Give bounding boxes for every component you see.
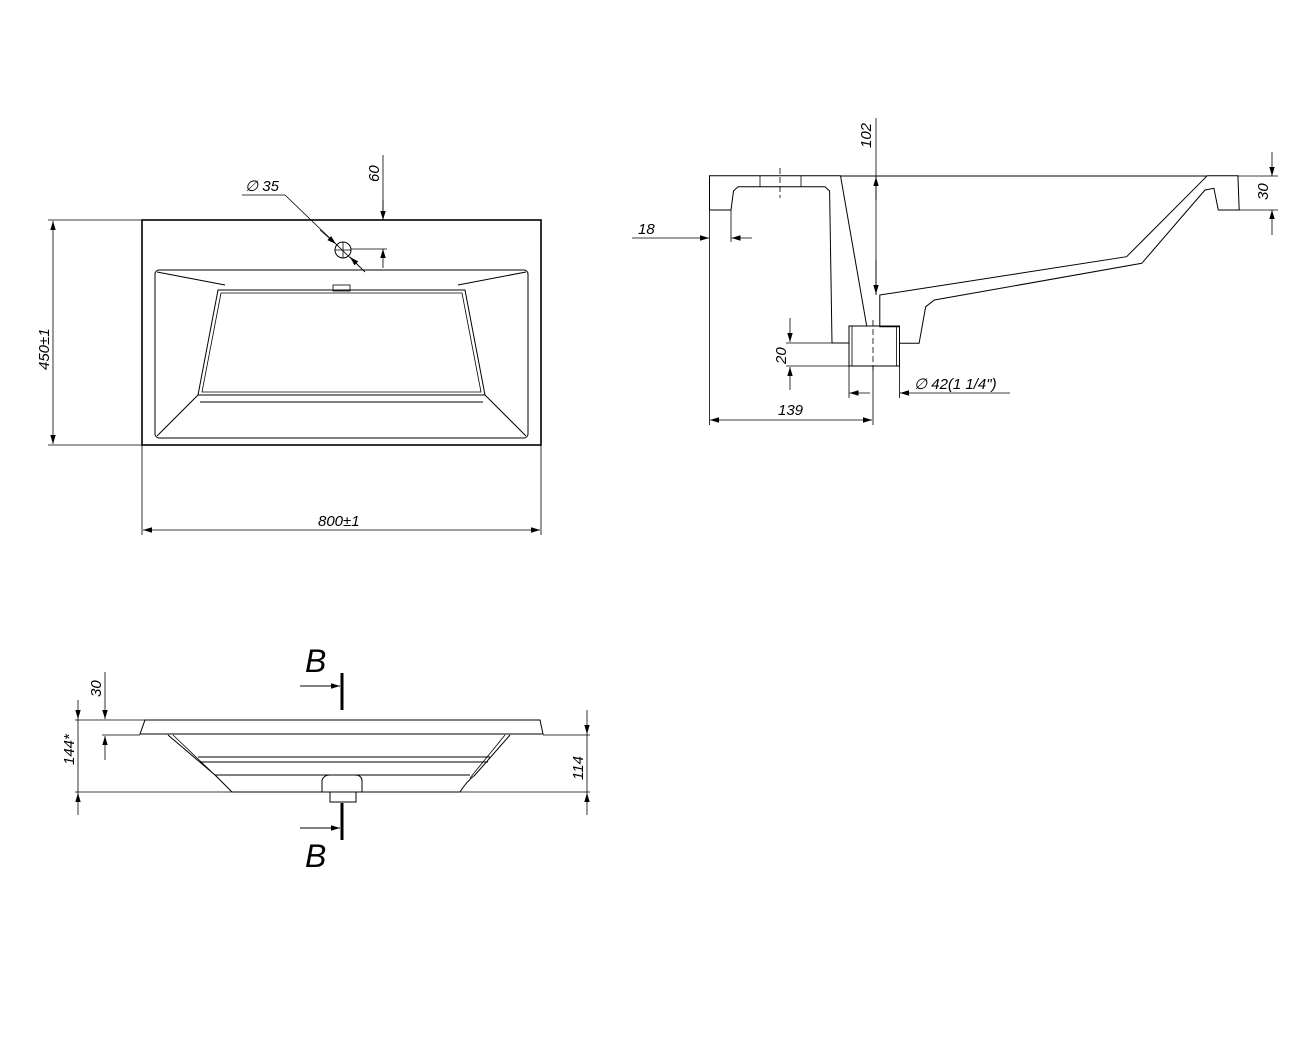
width-dimension-label: 800±1 xyxy=(318,513,360,530)
sink-outline xyxy=(141,219,542,446)
basin-floor xyxy=(197,289,486,396)
section-label-top: B xyxy=(305,643,326,679)
drain-pipe xyxy=(848,325,900,367)
basin-horizontal-edges xyxy=(198,756,490,776)
extension-line xyxy=(48,219,142,446)
drain-pipe-inner xyxy=(851,326,897,366)
front-view: B B 144* 30 114 xyxy=(61,643,590,874)
basin-corner-lines xyxy=(156,271,527,286)
total-height-label: 144* xyxy=(61,733,78,765)
drain-position-label: 139 xyxy=(778,402,804,419)
bowl-floor-section xyxy=(879,175,1240,344)
rim xyxy=(139,719,544,735)
drain-height-label: 20 xyxy=(773,347,790,365)
section-view: 102 30 18 20 139 ∅ 42(1 1/4") xyxy=(632,118,1278,425)
hole-diameter-arrow xyxy=(349,256,366,273)
drain-outlet xyxy=(321,774,363,792)
depth-dimension-label: 450±1 xyxy=(36,328,53,370)
rim-thickness-label: 30 xyxy=(1255,183,1272,200)
basin-outline xyxy=(154,269,529,439)
tap-hole-center xyxy=(335,242,351,258)
extension-line xyxy=(709,210,732,425)
hole-diameter-arrow xyxy=(319,229,337,245)
edge-offset-label: 18 xyxy=(638,221,655,238)
extension-line xyxy=(75,719,590,793)
tap-hole-edges xyxy=(759,176,802,187)
extension-line xyxy=(848,366,900,398)
tap-hole-section xyxy=(760,176,801,186)
basin-bottom-edges xyxy=(156,394,527,437)
hole-offset-label: 60 xyxy=(366,165,383,182)
bowl-depth-label: 102 xyxy=(858,122,875,148)
top-view: ∅ 35 60 450±1 800±1 xyxy=(36,155,542,535)
left-rim-section xyxy=(709,175,868,344)
basin-floor-inner xyxy=(201,292,482,393)
drain-spigot xyxy=(329,791,357,803)
hole-diameter-label: ∅ 35 xyxy=(245,178,280,195)
extension-line xyxy=(786,342,849,367)
drain-diameter-label: ∅ 42(1 1/4") xyxy=(914,376,997,393)
basin-profile xyxy=(167,734,511,793)
section-label-bottom: B xyxy=(305,838,326,874)
front-rim-thickness-label: 30 xyxy=(88,680,105,697)
extension-line xyxy=(141,445,542,535)
overflow-slot xyxy=(332,284,351,292)
bowl-height-label: 114 xyxy=(570,756,587,780)
hole-diameter-leader xyxy=(242,194,366,273)
